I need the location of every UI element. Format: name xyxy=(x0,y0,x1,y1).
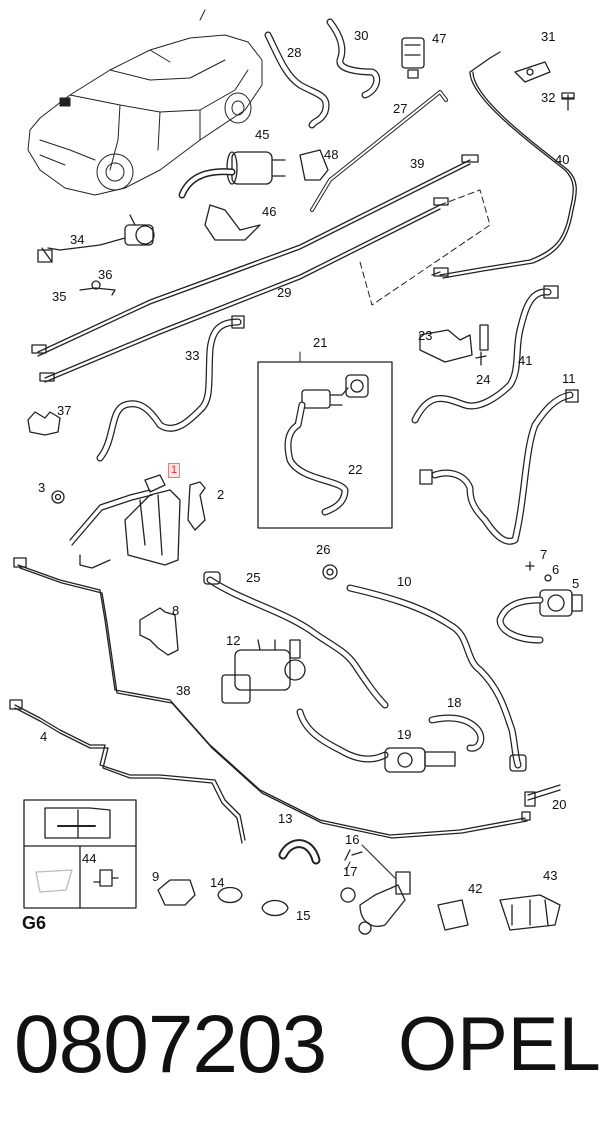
callout-38: 38 xyxy=(176,683,191,698)
callout-41: 41 xyxy=(518,353,533,368)
callout-11: 11 xyxy=(562,371,576,386)
part-1-canister xyxy=(69,474,181,569)
callout-9: 9 xyxy=(152,869,160,884)
callout-16: 16 xyxy=(345,832,360,847)
callout-18: 18 xyxy=(447,695,462,710)
legend-box xyxy=(23,799,137,909)
callout-32: 32 xyxy=(541,90,556,105)
callout-31: 31 xyxy=(541,29,556,44)
callout-25: 25 xyxy=(246,570,261,585)
callout-13: 13 xyxy=(278,811,293,826)
callout-21: 21 xyxy=(313,335,328,350)
group-label: G6 xyxy=(22,913,47,933)
callout-42: 42 xyxy=(468,881,483,896)
callout-46: 46 xyxy=(262,204,277,219)
callout-4: 4 xyxy=(40,729,48,744)
callout-2: 2 xyxy=(217,487,225,502)
diagram-drawing xyxy=(9,9,583,935)
brand-name: OPEL xyxy=(398,1002,600,1087)
callout-5: 5 xyxy=(572,576,580,591)
callout-12: 12 xyxy=(226,633,241,648)
callout-20: 20 xyxy=(552,797,567,812)
callout-33: 33 xyxy=(185,348,200,363)
callout-1: 1 xyxy=(168,463,181,478)
callout-40: 40 xyxy=(555,152,570,167)
callout-29: 29 xyxy=(277,285,292,300)
callout-27: 27 xyxy=(393,101,408,116)
part-12-valve xyxy=(221,639,306,704)
callout-26: 26 xyxy=(316,542,331,557)
callout-8: 8 xyxy=(172,603,180,618)
part-47-clip xyxy=(401,37,425,79)
callout-22: 22 xyxy=(348,462,363,477)
parts-diagram: 1 2 3 4 5 6 7 8 9 10 11 12 13 14 15 16 1… xyxy=(9,9,583,935)
callout-37: 37 xyxy=(57,403,72,418)
callout-30: 30 xyxy=(354,28,369,43)
callout-39: 39 xyxy=(410,156,425,171)
callout-23: 23 xyxy=(418,328,433,343)
callout-19: 19 xyxy=(397,727,412,742)
callout-7: 7 xyxy=(540,547,548,562)
footer: 0807203 OPEL xyxy=(0,990,600,1141)
callout-24: 24 xyxy=(476,372,491,387)
callout-34: 34 xyxy=(70,232,85,247)
part-45 xyxy=(178,151,286,199)
callout-10: 10 xyxy=(397,574,412,589)
vehicle-illustration xyxy=(27,9,263,196)
callout-44: 44 xyxy=(82,851,97,866)
callout-3: 3 xyxy=(38,480,46,495)
part-5-valve xyxy=(496,589,583,644)
callout-36: 36 xyxy=(98,267,113,282)
part-40-line xyxy=(439,71,574,276)
callout-14: 14 xyxy=(210,875,225,890)
callout-45: 45 xyxy=(255,127,270,142)
part-number: 0807203 xyxy=(14,999,327,1090)
callout-48: 48 xyxy=(324,147,339,162)
callout-28: 28 xyxy=(287,45,302,60)
part-22 xyxy=(284,374,369,516)
callout-35: 35 xyxy=(52,289,67,304)
callout-15: 15 xyxy=(296,908,311,923)
callout-6: 6 xyxy=(552,562,560,577)
callout-47: 47 xyxy=(432,31,447,46)
part-34 xyxy=(37,214,155,263)
callout-17: 17 xyxy=(343,864,358,879)
callout-43: 43 xyxy=(543,868,558,883)
